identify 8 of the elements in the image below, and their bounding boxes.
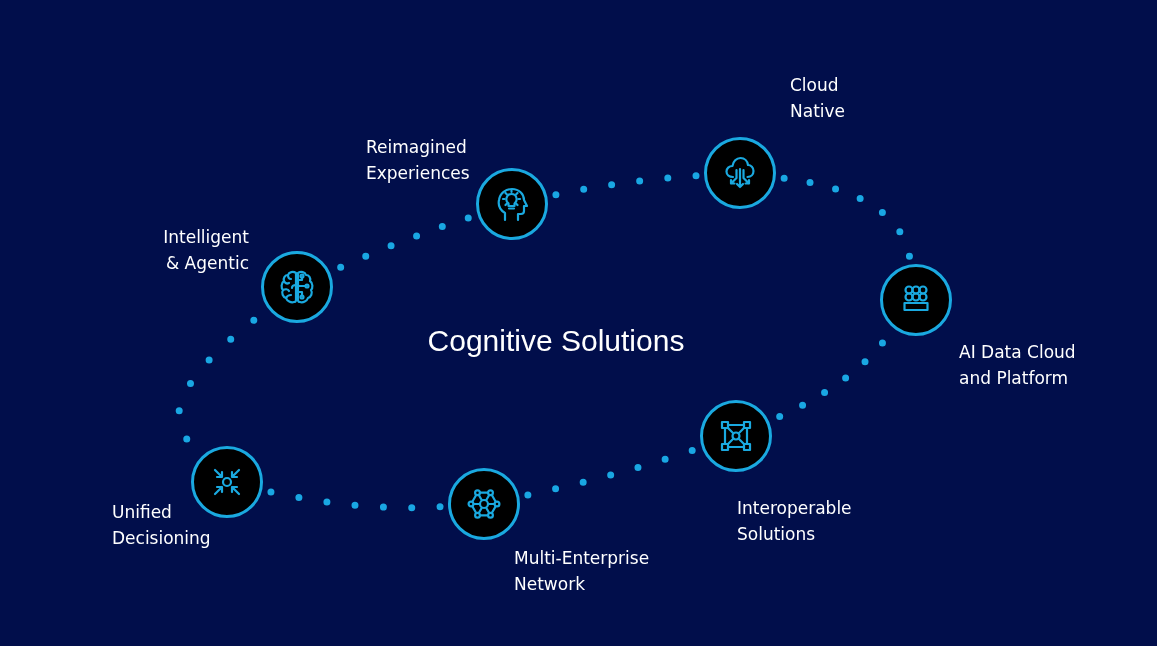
node-label: Unified Decisioning — [112, 501, 212, 550]
node-label: Reimagined Experiences — [366, 136, 471, 185]
diagram-title: Cognitive Solutions — [427, 323, 685, 359]
node-label: Multi-Enterprise Network — [514, 547, 651, 596]
node-label: AI Data Cloud and Platform — [959, 341, 1077, 390]
node-label: Interoperable Solutions — [737, 497, 853, 546]
node-label: Cloud Native — [790, 74, 847, 123]
node-label: Intelligent & Agentic — [162, 226, 249, 275]
